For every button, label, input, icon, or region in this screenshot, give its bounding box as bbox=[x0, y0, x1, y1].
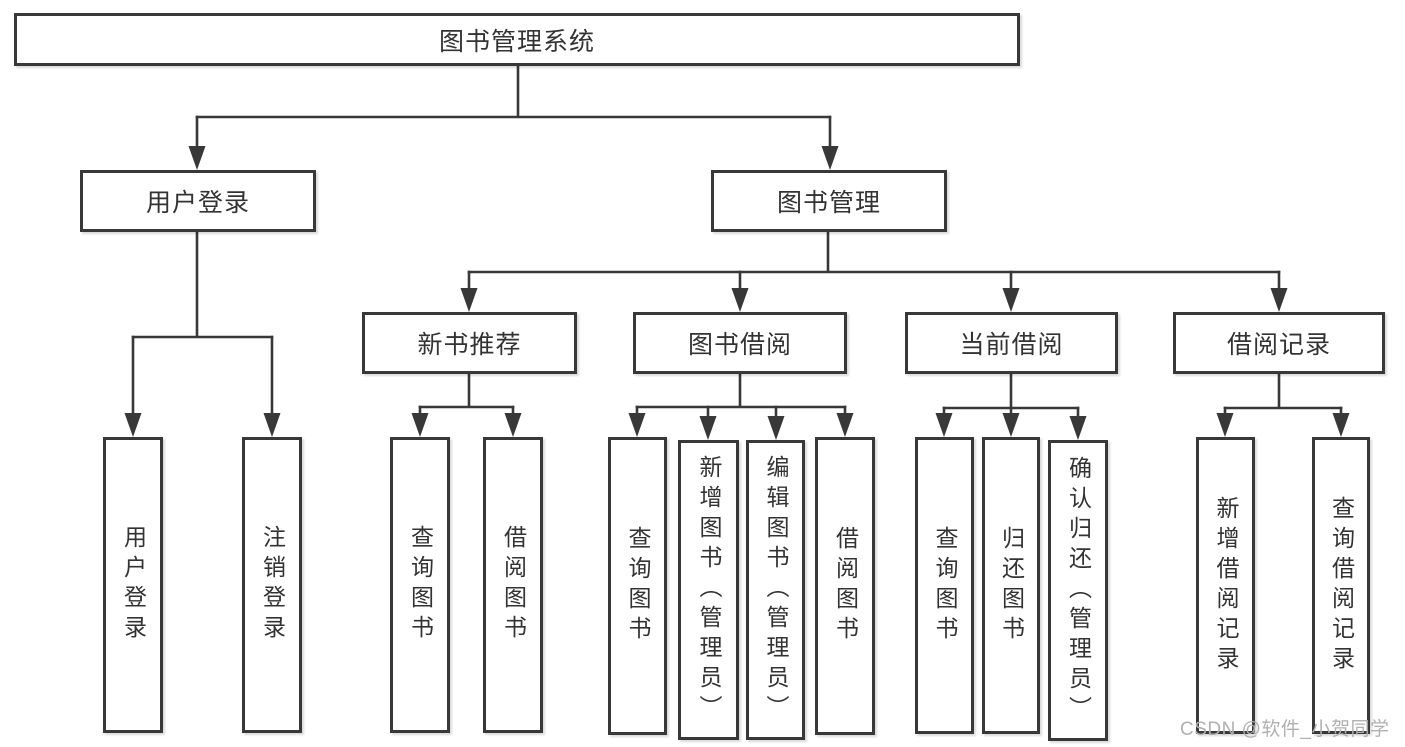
node-borrow-records: 借阅记录 bbox=[1173, 312, 1385, 374]
leaf-user-login: 用户登录 bbox=[103, 437, 163, 733]
leaf-query-books-1: 查询图书 bbox=[390, 437, 450, 733]
leaf-label: 确认归还（管理员） bbox=[1065, 455, 1092, 726]
leaf-borrow-books-2: 借阅图书 bbox=[815, 437, 875, 735]
leaf-label: 新增图书（管理员） bbox=[696, 455, 722, 725]
leaf-confirm-return-admin: 确认归还（管理员） bbox=[1048, 440, 1108, 741]
leaf-return-books: 归还图书 bbox=[982, 437, 1040, 734]
node-label: 借阅记录 bbox=[1226, 331, 1331, 359]
leaf-label: 归还图书 bbox=[998, 525, 1025, 646]
leaf-label: 用户登录 bbox=[120, 525, 147, 645]
node-user-login: 用户登录 bbox=[80, 170, 316, 232]
node-book-management: 图书管理 bbox=[711, 170, 947, 232]
leaf-logout: 注销登录 bbox=[242, 437, 302, 733]
leaf-query-books-3: 查询图书 bbox=[915, 437, 974, 734]
leaf-borrow-books-1: 借阅图书 bbox=[483, 437, 543, 733]
node-book-borrow: 图书借阅 bbox=[633, 312, 847, 374]
node-new-book-recommend: 新书推荐 bbox=[362, 312, 577, 374]
leaf-label: 借阅图书 bbox=[500, 525, 527, 645]
node-label: 用户登录 bbox=[145, 189, 250, 217]
leaf-query-books-2: 查询图书 bbox=[608, 437, 667, 735]
node-label: 图书借阅 bbox=[687, 331, 792, 359]
leaf-add-books-admin: 新增图书（管理员） bbox=[678, 440, 739, 740]
leaf-label: 查询图书 bbox=[407, 525, 434, 645]
leaf-label: 查询图书 bbox=[932, 525, 958, 646]
node-label: 图书管理系统 bbox=[438, 27, 595, 56]
leaf-label: 注销登录 bbox=[259, 525, 286, 645]
leaf-query-borrow-record: 查询借阅记录 bbox=[1312, 437, 1370, 734]
csdn-watermark: CSDN @软件_小贺同学 bbox=[1180, 719, 1390, 740]
leaf-label: 借阅图书 bbox=[832, 526, 859, 646]
leaf-label: 查询图书 bbox=[625, 526, 651, 646]
leaf-label: 新增借阅记录 bbox=[1213, 495, 1239, 676]
leaf-add-borrow-record: 新增借阅记录 bbox=[1196, 437, 1255, 734]
node-library-management-system: 图书管理系统 bbox=[14, 13, 1020, 66]
node-current-borrow: 当前借阅 bbox=[905, 312, 1118, 374]
node-label: 新书推荐 bbox=[417, 331, 522, 359]
node-label: 当前借阅 bbox=[959, 331, 1064, 359]
leaf-label: 查询借阅记录 bbox=[1328, 495, 1355, 676]
leaf-label: 编辑图书（管理员） bbox=[763, 455, 789, 725]
arrowheads bbox=[124, 146, 1350, 440]
node-label: 图书管理 bbox=[776, 189, 881, 217]
leaf-edit-books-admin: 编辑图书（管理员） bbox=[746, 440, 805, 740]
